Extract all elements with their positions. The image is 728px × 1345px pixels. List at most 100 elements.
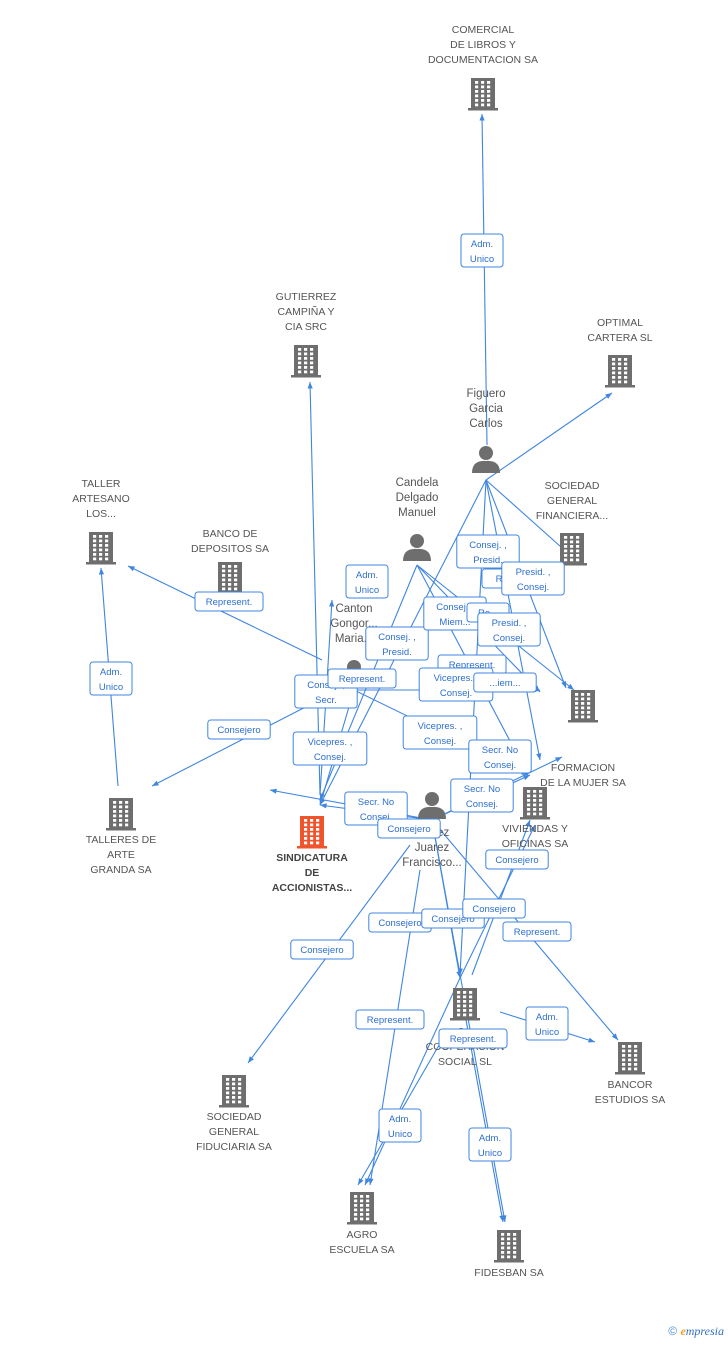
company-label: FORMACION	[551, 762, 615, 774]
company-label: AGRO	[347, 1229, 378, 1241]
relation-label[interactable]	[501, 561, 565, 596]
company-label: SINDICATURA	[276, 852, 348, 864]
relation-label-text: Presid. ,	[492, 618, 527, 629]
copyright-symbol: ©	[668, 1324, 678, 1338]
relation-label[interactable]	[344, 791, 408, 826]
relation-label[interactable]	[194, 591, 264, 612]
building-icon[interactable]	[520, 787, 550, 820]
relation-label-text: Adm.	[100, 667, 122, 678]
company-label: SOCIEDAD	[545, 480, 600, 492]
company-label: BANCO DE	[203, 528, 258, 540]
company-label: DE LA MUJER SA	[540, 777, 626, 789]
company-label: DOCUMENTACION SA	[428, 54, 538, 66]
building-icon[interactable]	[347, 1192, 377, 1225]
edge-connector	[307, 381, 321, 796]
relation-label[interactable]	[290, 939, 354, 960]
building-icon[interactable]	[568, 690, 598, 723]
company-label: FINANCIERA...	[536, 510, 608, 522]
relation-label-text: Unico	[99, 682, 123, 693]
person-label: Manuel	[398, 507, 436, 519]
person-icon[interactable]	[472, 446, 500, 473]
company-label: ESTUDIOS SA	[595, 1094, 666, 1106]
relation-label[interactable]	[525, 1006, 569, 1041]
relation-label[interactable]	[477, 612, 541, 647]
relation-label[interactable]	[377, 818, 441, 839]
building-icon[interactable]	[86, 532, 116, 565]
company-label: DEPOSITOS SA	[191, 543, 269, 555]
person-label: Francisco...	[402, 857, 461, 869]
company-label: VIVIENDAS Y	[502, 823, 568, 835]
relation-label[interactable]	[355, 1009, 425, 1030]
building-icon[interactable]	[106, 798, 136, 831]
relation-label-text: Represent.	[514, 927, 560, 938]
relation-label[interactable]	[468, 739, 532, 774]
company-label: FIDUCIARIA SA	[196, 1141, 272, 1153]
relation-label[interactable]	[292, 731, 368, 766]
relation-label-text: Adm.	[479, 1133, 501, 1144]
relation-label[interactable]	[402, 715, 478, 750]
relation-label[interactable]	[438, 1028, 508, 1049]
relation-label-text: Presid.	[382, 647, 412, 658]
company-label: GRANDA SA	[90, 864, 151, 876]
building-icon[interactable]	[215, 562, 245, 595]
relation-label[interactable]	[89, 661, 133, 696]
building-icon[interactable]	[297, 816, 327, 849]
relation-label-text: Unico	[478, 1148, 502, 1159]
person-icon[interactable]	[418, 792, 446, 819]
relation-label-text: Represent.	[367, 1015, 413, 1026]
company-label: BANCOR	[608, 1079, 653, 1091]
relation-label[interactable]	[456, 534, 520, 569]
edge-connector	[465, 1019, 505, 1223]
relation-label[interactable]	[502, 921, 572, 942]
building-icon[interactable]	[494, 1230, 524, 1263]
person-label: Gongor...	[330, 618, 377, 630]
edge-connector	[479, 113, 488, 446]
company-label: CAMPIÑA Y	[278, 305, 335, 318]
person-icon[interactable]	[403, 534, 431, 561]
relation-label-text: Miem...	[439, 617, 470, 628]
person-label: Figuero	[467, 388, 506, 400]
company-label: SOCIEDAD	[207, 1111, 262, 1123]
brand-initial: e	[680, 1324, 686, 1338]
relation-label-text: Consejero	[217, 725, 260, 736]
relation-label[interactable]	[450, 778, 514, 813]
building-icon[interactable]	[291, 345, 321, 378]
company-label: ACCIONISTAS...	[272, 882, 352, 894]
relation-label-text: Represent.	[450, 1034, 496, 1045]
relation-label-text: Adm.	[536, 1012, 558, 1023]
relation-label[interactable]	[345, 564, 389, 599]
relation-label-text: Consejero	[387, 824, 430, 835]
relation-label[interactable]	[378, 1108, 422, 1143]
relation-label[interactable]	[207, 719, 271, 740]
footer-brand: © empresia	[668, 1324, 724, 1339]
company-label: LOS...	[86, 508, 116, 520]
building-icon[interactable]	[450, 988, 480, 1021]
building-icon[interactable]	[615, 1042, 645, 1075]
relation-label[interactable]	[462, 898, 526, 919]
relation-label-text: Vicepres. ,	[308, 737, 353, 748]
building-icon[interactable]	[557, 533, 587, 566]
relation-label-text: Consejero	[431, 914, 474, 925]
building-icon[interactable]	[605, 355, 635, 388]
building-icon[interactable]	[219, 1075, 249, 1108]
company-label: TALLER	[82, 478, 121, 490]
relation-label[interactable]	[460, 233, 504, 268]
relation-label-text: Unico	[470, 254, 494, 265]
person-label: Maria...	[335, 633, 373, 645]
person-label: Juarez	[415, 842, 450, 854]
building-icon[interactable]	[468, 78, 498, 111]
relation-label-text: Unico	[388, 1129, 412, 1140]
company-label: CIA SRC	[285, 321, 327, 333]
relation-label[interactable]	[485, 849, 549, 870]
relation-label[interactable]	[365, 626, 429, 661]
company-label: OFICINAS SA	[502, 838, 569, 850]
relation-label-text: Consej.	[314, 752, 346, 763]
relation-label-text: Consejero	[472, 904, 515, 915]
relation-label[interactable]	[468, 1127, 512, 1162]
relation-label-text: Adm.	[356, 570, 378, 581]
relation-label[interactable]	[327, 668, 397, 689]
relation-label[interactable]	[473, 672, 537, 693]
edge-connector	[127, 565, 323, 661]
relation-label-text: Consejero	[300, 945, 343, 956]
